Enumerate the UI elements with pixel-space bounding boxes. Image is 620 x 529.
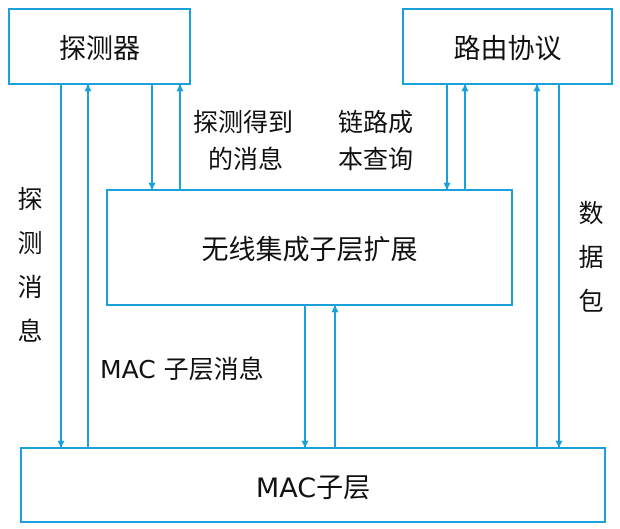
- routing-protocol-label: 路由协议: [453, 34, 562, 65]
- data-packet-label: 数据包: [578, 199, 604, 316]
- wireless-sublayer-extension-box: 无线集成子层扩展: [106, 189, 513, 306]
- detect-message-label: 探测消息: [17, 185, 43, 346]
- detector-box: 探测器: [8, 8, 191, 85]
- wireless-sublayer-extension-label: 无线集成子层扩展: [201, 235, 418, 266]
- mac-sublayer-label: MAC子层: [255, 472, 371, 504]
- routing-protocol-box: 路由协议: [402, 8, 613, 85]
- mac-sublayer-box: MAC子层: [20, 447, 606, 523]
- link-cost-line1: 链路成: [338, 108, 414, 137]
- detector-label: 探测器: [59, 34, 140, 65]
- mac-sublayer-message-label: MAC 子层消息: [100, 355, 264, 384]
- detect-result-line2: 的消息: [208, 145, 284, 174]
- link-cost-line2: 本查询: [338, 145, 414, 174]
- detect-result-line1: 探测得到: [193, 108, 294, 137]
